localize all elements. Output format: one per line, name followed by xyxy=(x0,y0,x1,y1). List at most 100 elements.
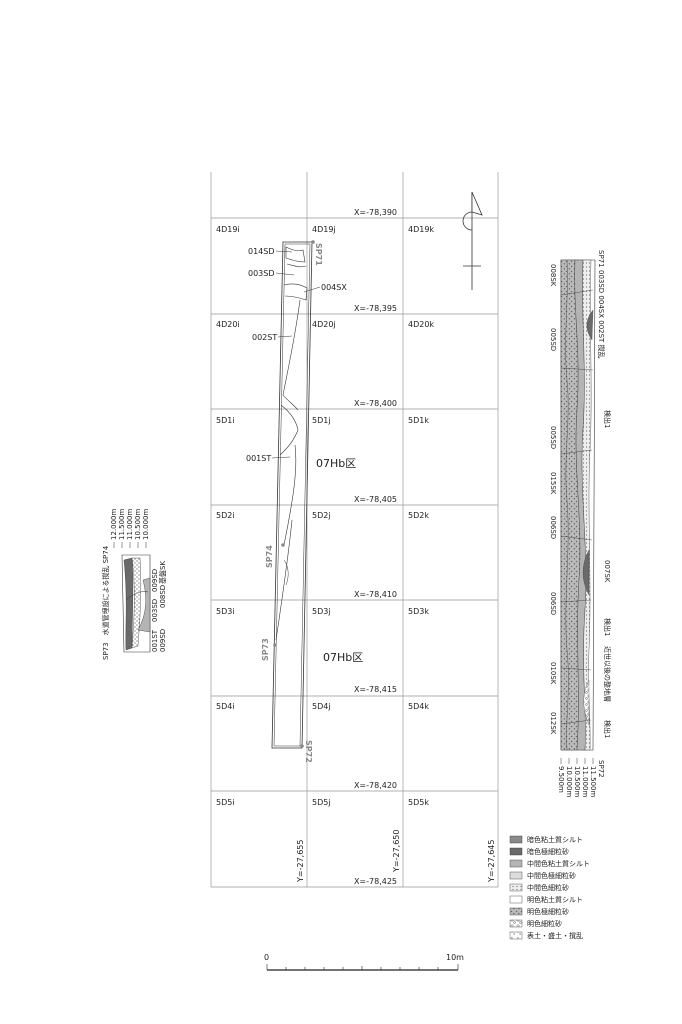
legend-swatch xyxy=(509,883,523,892)
legend-label: 表土・盛土・撹乱 xyxy=(527,931,583,940)
section-feature-label: 基盤SK xyxy=(158,561,167,584)
cell-label: 5D3j xyxy=(312,607,331,616)
cell-label: 4D20i xyxy=(216,320,240,329)
elevation-label: 10.000m xyxy=(142,509,150,540)
cell-label: 5D1i xyxy=(216,416,235,425)
cell-label: 5D4k xyxy=(408,702,429,711)
cell-label: 5D2j xyxy=(312,511,331,520)
section-feature-label: 010SK xyxy=(549,662,557,685)
x-coordinate-label: X=-78,400 xyxy=(354,399,397,408)
legend-label: 中間色粘土質シルト xyxy=(527,859,590,868)
section-feature-label: 008SK xyxy=(549,264,557,287)
x-coordinate-label: X=-78,395 xyxy=(354,304,397,313)
cell-label: 5D3i xyxy=(216,607,235,616)
elevation-label: 11.000m xyxy=(581,766,589,797)
legend-label: 暗色粘土質シルト xyxy=(527,835,583,844)
cell-label: 5D1k xyxy=(408,416,429,425)
section-feature-label: 009SD xyxy=(159,629,167,652)
section-feature-label: 007SK xyxy=(603,560,611,583)
excavation-trench xyxy=(271,241,313,749)
elevation-label: 11.500m xyxy=(118,509,126,540)
y-coordinates: Y=-27,655 Y=-27,650 Y=-27,645 xyxy=(296,830,496,883)
elevation-label: 9.500m xyxy=(557,766,565,793)
section-feature-label: 005SD xyxy=(549,426,557,449)
legend-swatch xyxy=(509,847,523,856)
sample-points: SP71 SP74 SP73 SP72 xyxy=(261,240,323,763)
grid xyxy=(210,172,499,888)
y-coordinate-label: Y=-27,645 xyxy=(487,840,496,883)
feature-001st-label: 001ST xyxy=(246,454,271,463)
legend-swatch xyxy=(509,871,523,880)
cell-label: 5D1j xyxy=(312,416,331,425)
cell-label: 4D19j xyxy=(312,225,336,234)
area-label: 07Hb区 xyxy=(323,651,363,664)
section-feature-label: 005SD xyxy=(549,328,557,351)
section-sp71-sp72: SP71 003SD 004SX 002ST 撹乱 008SK 005SD 00… xyxy=(549,250,612,797)
feature-labels: 014SD 003SD 004SX 002ST 001ST 07Hb区 07Hb… xyxy=(246,247,363,664)
section-feature-label: 001ST xyxy=(151,629,159,652)
x-coordinate-label: X=-78,420 xyxy=(354,781,397,790)
cell-label: 4D20j xyxy=(312,320,336,329)
elevation-label: 10.000m xyxy=(565,766,573,797)
section-feature-label: 003SD xyxy=(151,599,159,622)
sample-point-marker xyxy=(273,643,277,647)
section-feature-label: 006SD xyxy=(549,516,557,539)
cell-label: 5D5i xyxy=(216,798,235,807)
cell-label: 5D2i xyxy=(216,511,235,520)
elevation-label: 11.000m xyxy=(126,509,134,540)
x-coordinate-label: X=-78,415 xyxy=(354,685,397,694)
section-top-feature: 003SD 004SX 002ST 撹乱 xyxy=(597,270,606,359)
section-feature-label: 009SD xyxy=(151,569,159,592)
section-feature-label: 検出1 xyxy=(603,720,612,738)
cell-label: 5D4i xyxy=(216,702,235,711)
section-feature-label: 015SK xyxy=(549,472,557,495)
y-coordinate-label: Y=-27,650 xyxy=(392,830,401,873)
legend-label: 明色細粒砂 xyxy=(527,919,562,928)
section-feature-label: 検出1 xyxy=(603,410,612,428)
section-feature-label: 近世以後の整地層 xyxy=(603,646,612,702)
x-coordinates: X=-78,390 X=-78,395 X=-78,400 X=-78,405 … xyxy=(354,208,397,886)
scale-start-label: 0 xyxy=(264,953,269,962)
section-feature-label: 008SD xyxy=(159,585,167,608)
sample-point-marker xyxy=(300,744,304,748)
sample-point-sp71: SP71 xyxy=(314,243,323,266)
grid-cell-labels: 4D19i 4D19j 4D19k 4D20i 4D20j 4D20k 5D1i… xyxy=(216,225,434,807)
section-feature-label: 012SK xyxy=(549,712,557,735)
legend-swatch xyxy=(509,931,523,940)
legend-label: 暗色極細粒砂 xyxy=(527,847,569,856)
elevation-label: 11.500m xyxy=(589,766,597,797)
legend-label: 明色粘土質シルト xyxy=(527,895,583,904)
legend: 暗色粘土質シルト 暗色極細粒砂 中間色粘土質シルト 中間色極細粒砂 中間色細粒砂… xyxy=(509,835,590,940)
cell-label: 5D5k xyxy=(408,798,429,807)
area-label: 07Hb区 xyxy=(316,457,356,470)
legend-swatch xyxy=(509,895,523,904)
x-coordinate-label: X=-78,425 xyxy=(354,877,397,886)
sample-point-sp73: SP73 xyxy=(261,638,270,661)
sample-point-sp74: SP74 xyxy=(265,545,274,568)
elevation-label: 10.500m xyxy=(573,766,581,797)
legend-swatch xyxy=(509,835,523,844)
elevation-label: 12.000m xyxy=(110,509,118,540)
feature-003sd-label: 003SD xyxy=(248,269,275,278)
legend-label: 中間色極細粒砂 xyxy=(527,871,576,880)
cell-label: 5D3k xyxy=(408,607,429,616)
section-bottom-label: SP72 xyxy=(597,760,605,778)
legend-swatch xyxy=(509,907,523,916)
scale-end-label: 10m xyxy=(446,953,464,962)
sample-point-marker xyxy=(311,240,315,244)
section-sp73-sp74: SP73 水道管埋設による撹乱 SP74 12.000m 11.500m 11.… xyxy=(101,509,167,660)
scale-bar: 0 10m xyxy=(264,953,464,971)
legend-swatch xyxy=(509,859,523,868)
legend-label: 明色極細粒砂 xyxy=(527,907,569,916)
cell-label: 4D19k xyxy=(408,225,434,234)
y-coordinate-label: Y=-27,655 xyxy=(296,840,305,883)
cell-label: 5D4j xyxy=(312,702,331,711)
cell-label: 4D19i xyxy=(216,225,240,234)
x-coordinate-label: X=-78,405 xyxy=(354,495,397,504)
legend-swatch xyxy=(509,919,523,928)
scale-ticks xyxy=(266,964,459,970)
feature-004sx-label: 004SX xyxy=(321,283,347,292)
elevation-label: 10.500m xyxy=(134,509,142,540)
cell-label: 5D2k xyxy=(408,511,429,520)
